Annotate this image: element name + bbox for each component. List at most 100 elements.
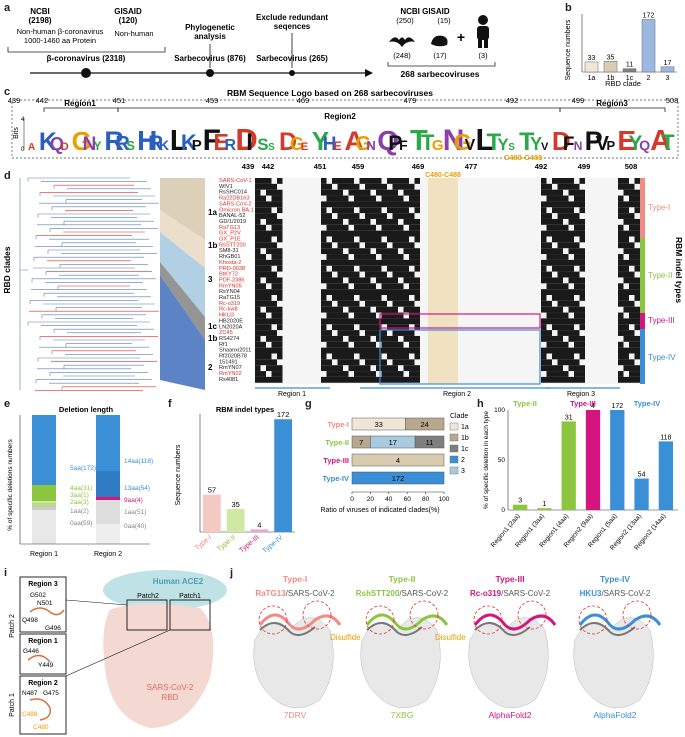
g-legend-swatch	[449, 466, 459, 475]
logo-letter: T	[410, 125, 428, 157]
gisaid-label: GISAID	[114, 7, 142, 16]
exclude-label-1: Exclude redundant	[256, 13, 328, 22]
b-bar-1a	[584, 61, 599, 73]
j-type-label: Type-III	[495, 574, 524, 584]
virus-name: HB2020E	[219, 318, 243, 324]
bits-tick-4: 4	[21, 117, 25, 123]
virus-name: SM8-31	[219, 248, 239, 254]
logo-letter: P	[388, 132, 402, 155]
logo-letter: K	[39, 128, 57, 156]
h-header-type2: Type-II	[513, 399, 537, 408]
logo-top-pos: 479	[404, 96, 417, 105]
logo-letter: R	[148, 132, 163, 155]
virus-name: Khosta-2	[219, 260, 241, 266]
g-segment	[405, 417, 445, 431]
j-patch-circle	[578, 605, 608, 635]
g-seg-value: 24	[420, 420, 428, 429]
res-g502: G502	[30, 592, 46, 599]
logo-letter: T	[421, 130, 435, 155]
logo-letter: D	[61, 141, 69, 153]
g-cat-label: Type-IV	[322, 474, 349, 483]
virus-name: Rc-kw8	[219, 307, 238, 313]
h-ytick: 50	[498, 457, 506, 464]
g-xtick: 60	[404, 496, 412, 503]
zoom-region1	[19, 633, 67, 675]
g-xtick: 80	[422, 496, 430, 503]
h-bar-value: 1	[542, 501, 546, 508]
f-bar-value: 35	[231, 500, 239, 509]
virus-name: RsYN04	[219, 289, 240, 295]
e-label-5aa: 5aa(172)	[70, 465, 96, 472]
plus-sign: +	[457, 29, 465, 45]
logo-letter: G	[454, 129, 472, 155]
rbd-clades-label: RBD clades	[2, 246, 12, 294]
logo-letter: N	[443, 124, 465, 157]
f-bar-Type-I	[203, 494, 221, 532]
logo-letter: A	[650, 125, 671, 157]
logo-letter: A	[345, 126, 365, 156]
g-xtick: 100	[439, 496, 450, 503]
g-legend-title: Clade	[450, 413, 468, 420]
bat-icon	[389, 37, 415, 47]
phylo-label-1: Phylogenetic	[185, 23, 235, 32]
logo-letter: P	[192, 137, 202, 154]
virus-name: BtKY72	[219, 272, 238, 278]
j-patch-circle	[258, 605, 288, 635]
logo-top-pos: 499	[572, 96, 585, 105]
patch2-side-label: Patch 2	[9, 614, 16, 638]
res-c488: C488	[22, 711, 38, 718]
type-label: Type-II	[648, 271, 672, 280]
virus-name: GX_P2V	[219, 231, 241, 237]
virus-name: RmYN05	[219, 283, 242, 289]
j-rbm-loop	[365, 613, 449, 631]
f-ylabel: Sequence numbers	[175, 444, 182, 505]
g-seg-value: 17	[389, 438, 397, 447]
virus-name: RS4274	[219, 336, 239, 342]
g-seg-value: 172	[392, 474, 405, 483]
logo-letter: G	[355, 133, 371, 155]
logo-letter: K	[159, 137, 169, 153]
bits-tick-0: 0	[21, 147, 25, 153]
h-bar	[610, 410, 625, 510]
res-g446: G446	[23, 648, 39, 655]
b-bar-value: 33	[588, 55, 596, 62]
e-r2-13aa	[96, 471, 120, 497]
align-c480-label: C480-C488	[425, 172, 461, 179]
logo-top-pos: 508	[666, 96, 679, 105]
type3-box	[379, 313, 541, 329]
b-tick-label: 1c	[626, 75, 634, 82]
j-pair-label: RshSTT200/SARS-CoV-2	[356, 589, 449, 598]
h-bar	[634, 478, 649, 510]
virus-name: SARS-CoV-1	[219, 178, 252, 184]
virus-name: RhGB01	[219, 254, 240, 260]
f-title: RBM indel types	[216, 405, 274, 414]
f-bar-Type-III	[250, 529, 269, 532]
logo-letter: Y	[530, 134, 542, 154]
panel-letter-i: i	[4, 567, 8, 579]
wedge-1c	[160, 262, 205, 340]
panel-b-xlabel: RBD clade	[605, 79, 641, 88]
g-seg-value: 11	[426, 438, 434, 447]
j-source-label: 7DRV	[284, 710, 307, 720]
logo-top-pos: 469	[297, 96, 310, 105]
logo-bot-pos: 442	[262, 162, 275, 170]
j-patch-circle	[473, 605, 503, 635]
f-bar-Type-II	[226, 509, 245, 532]
j-source-label: 7XBG	[391, 710, 414, 720]
panel-letter-d: d	[4, 170, 11, 182]
logo-bot-pos: 469	[412, 162, 425, 170]
res-g496: G496	[45, 625, 61, 632]
logo-letter: G	[432, 137, 444, 154]
logo-letter: N	[574, 139, 583, 153]
type-label: Type-III	[648, 316, 675, 325]
logo-letter: D	[552, 126, 571, 156]
virus-name: PDF-2386	[219, 277, 245, 283]
j-pair-label: HKU3/SARS-CoV-2	[580, 589, 651, 598]
logo-letter: D	[235, 122, 257, 157]
logo-letter: R	[115, 133, 130, 155]
clade-label: 1c	[208, 322, 217, 331]
logo-letter: T	[661, 130, 675, 155]
